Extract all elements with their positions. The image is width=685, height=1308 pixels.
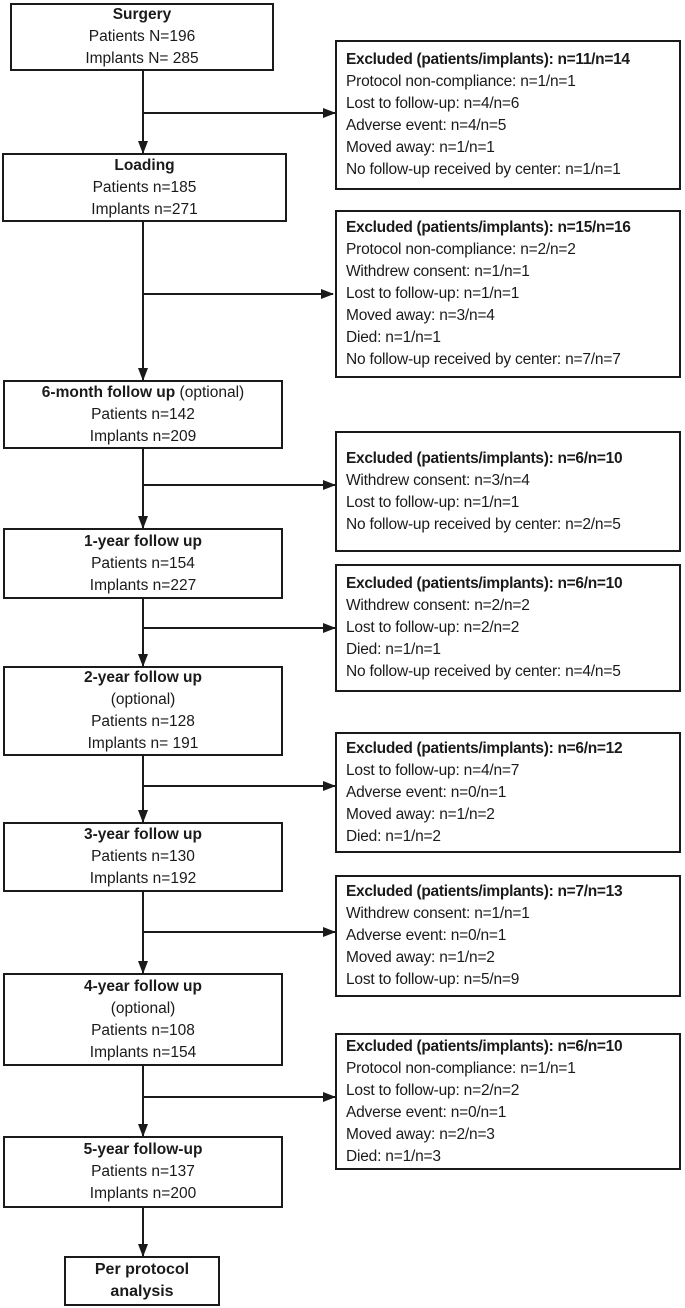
flow-box-patients: Patients N=196 [88,28,196,45]
exclusion-item: Lost to follow-up: n=4/n=7 [346,761,520,779]
flow-box-per-protocol-analysis: Per protocol analysis [64,1256,220,1306]
exclusion-item: Died: n=1/n=1 [346,641,441,658]
exclusion-item: Withdrew consent: n=2/n=2 [346,597,530,614]
flow-box-implants: Implants n= 191 [87,735,199,752]
exclusion-box-after-1year: Excluded (patients/implants): n=6/n=10 W… [335,564,681,692]
flow-box-title-text: 6-month follow up [41,383,176,401]
flow-box-patients: Patients n=154 [91,554,195,572]
flow-box-implants: Implants n=200 [89,1185,197,1202]
flow-box-4year-followup: 4-year follow up (optional) Patients n=1… [3,973,283,1066]
exclusion-item: Lost to follow-up: n=2/n=2 [346,619,520,636]
flow-box-surgery: Surgery Patients N=196 Implants N= 285 [10,3,274,71]
exclusion-item: Adverse event: n=0/n=1 [346,1103,507,1121]
flow-box-loading: Loading Patients n=185 Implants n=271 [2,153,287,222]
exclusion-item: Withdrew consent: n=1/n=1 [346,263,530,280]
exclusion-item: No follow-up received by center: n=2/n=5 [346,515,621,533]
exclusion-item: No follow-up received by center: n=7/n=7 [346,351,621,368]
flow-box-title: 4-year follow up [84,977,202,995]
exclusion-header: Excluded (patients/implants): n=6/n=12 [346,739,623,757]
flow-box-implants: Implants n=209 [89,427,197,445]
flow-box-implants: Implants n=192 [89,870,197,887]
flow-box-3year-followup: 3-year follow up Patients n=130 Implants… [3,822,283,892]
exclusion-item: Withdrew consent: n=1/n=1 [346,905,530,922]
exclusion-item: Died: n=1/n=3 [346,1147,441,1165]
flow-box-2year-followup: 2-year follow up (optional) Patients n=1… [3,666,283,756]
exclusion-item: Moved away: n=1/n=1 [346,139,495,156]
exclusion-item: Adverse event: n=4/n=5 [346,117,507,134]
exclusion-item: Adverse event: n=0/n=1 [346,927,507,944]
flow-box-patients: Patients n=128 [91,713,195,730]
exclusion-box-after-loading: Excluded (patients/implants): n=15/n=16 … [335,210,681,378]
exclusion-header: Excluded (patients/implants): n=6/n=10 [346,575,623,592]
exclusion-item: Protocol non-compliance: n=1/n=1 [346,73,576,90]
exclusion-item: Adverse event: n=0/n=1 [346,783,507,801]
exclusion-item: Lost to follow-up: n=2/n=2 [346,1081,520,1099]
flow-box-title: 2-year follow up [84,669,202,686]
flow-box-title: Loading [114,156,175,174]
exclusion-item: Protocol non-compliance: n=2/n=2 [346,241,576,258]
flow-box-patients: Patients n=185 [92,178,197,196]
flow-box-implants: Implants n=271 [91,200,198,218]
exclusion-item: Moved away: n=1/n=2 [346,949,495,966]
flow-box-1year-followup: 1-year follow up Patients n=154 Implants… [3,528,283,599]
flow-box-title: Per protocol analysis [94,1261,190,1300]
exclusion-item: Withdrew consent: n=3/n=4 [346,471,530,489]
exclusion-box-after-6month: Excluded (patients/implants): n=6/n=10 W… [335,431,681,552]
exclusion-header: Excluded (patients/implants): n=15/n=16 [346,219,631,236]
exclusion-box-after-4year: Excluded (patients/implants): n=6/n=10 P… [335,1033,681,1170]
exclusion-box-after-2year: Excluded (patients/implants): n=6/n=12 L… [335,732,681,853]
flow-box-optional-label: (optional) [110,691,176,708]
flow-box-patients: Patients n=142 [91,405,195,423]
flow-box-title: 3-year follow up [84,826,202,843]
exclusion-item: Died: n=1/n=1 [346,329,441,346]
flow-box-optional-label: (optional) [110,999,176,1017]
exclusion-header: Excluded (patients/implants): n=7/n=13 [346,883,623,900]
flow-box-title: 5-year follow-up [83,1141,203,1158]
exclusion-box-after-3year: Excluded (patients/implants): n=7/n=13 W… [335,875,681,997]
exclusion-item: Moved away: n=2/n=3 [346,1125,495,1143]
flow-box-implants: Implants n=154 [89,1043,197,1061]
exclusion-header: Excluded (patients/implants): n=11/n=14 [346,51,630,68]
exclusion-item: Lost to follow-up: n=1/n=1 [346,285,520,302]
exclusion-item: No follow-up received by center: n=1/n=1 [346,161,621,178]
flow-box-optional-label: (optional) [175,383,245,401]
exclusion-header: Excluded (patients/implants): n=6/n=10 [346,449,623,467]
exclusion-header: Excluded (patients/implants): n=6/n=10 [346,1037,623,1055]
exclusion-box-after-surgery: Excluded (patients/implants): n=11/n=14 … [335,40,681,190]
flow-box-patients: Patients n=108 [91,1021,195,1039]
exclusion-item: Moved away: n=1/n=2 [346,805,495,823]
flow-box-title: Surgery [112,6,172,23]
flow-box-patients: Patients n=130 [91,848,195,865]
exclusion-item: Died: n=1/n=2 [346,827,441,845]
exclusion-item: No follow-up received by center: n=4/n=5 [346,663,621,680]
flow-box-title: 1-year follow up [84,532,202,550]
flow-box-patients: Patients n=137 [91,1163,195,1180]
exclusion-item: Protocol non-compliance: n=1/n=1 [346,1059,576,1077]
flow-box-6month-followup: 6-month follow up (optional) Patients n=… [3,380,283,449]
exclusion-item: Lost to follow-up: n=5/n=9 [346,971,520,988]
exclusion-item: Lost to follow-up: n=4/n=6 [346,95,520,112]
flow-box-implants: Implants n=227 [89,576,197,594]
exclusion-item: Lost to follow-up: n=1/n=1 [346,493,520,511]
flow-box-5year-followup: 5-year follow-up Patients n=137 Implants… [3,1136,283,1208]
exclusion-item: Moved away: n=3/n=4 [346,307,495,324]
flow-box-implants: Implants N= 285 [85,50,199,67]
flow-box-title: 6-month follow up (optional) [5,382,281,404]
